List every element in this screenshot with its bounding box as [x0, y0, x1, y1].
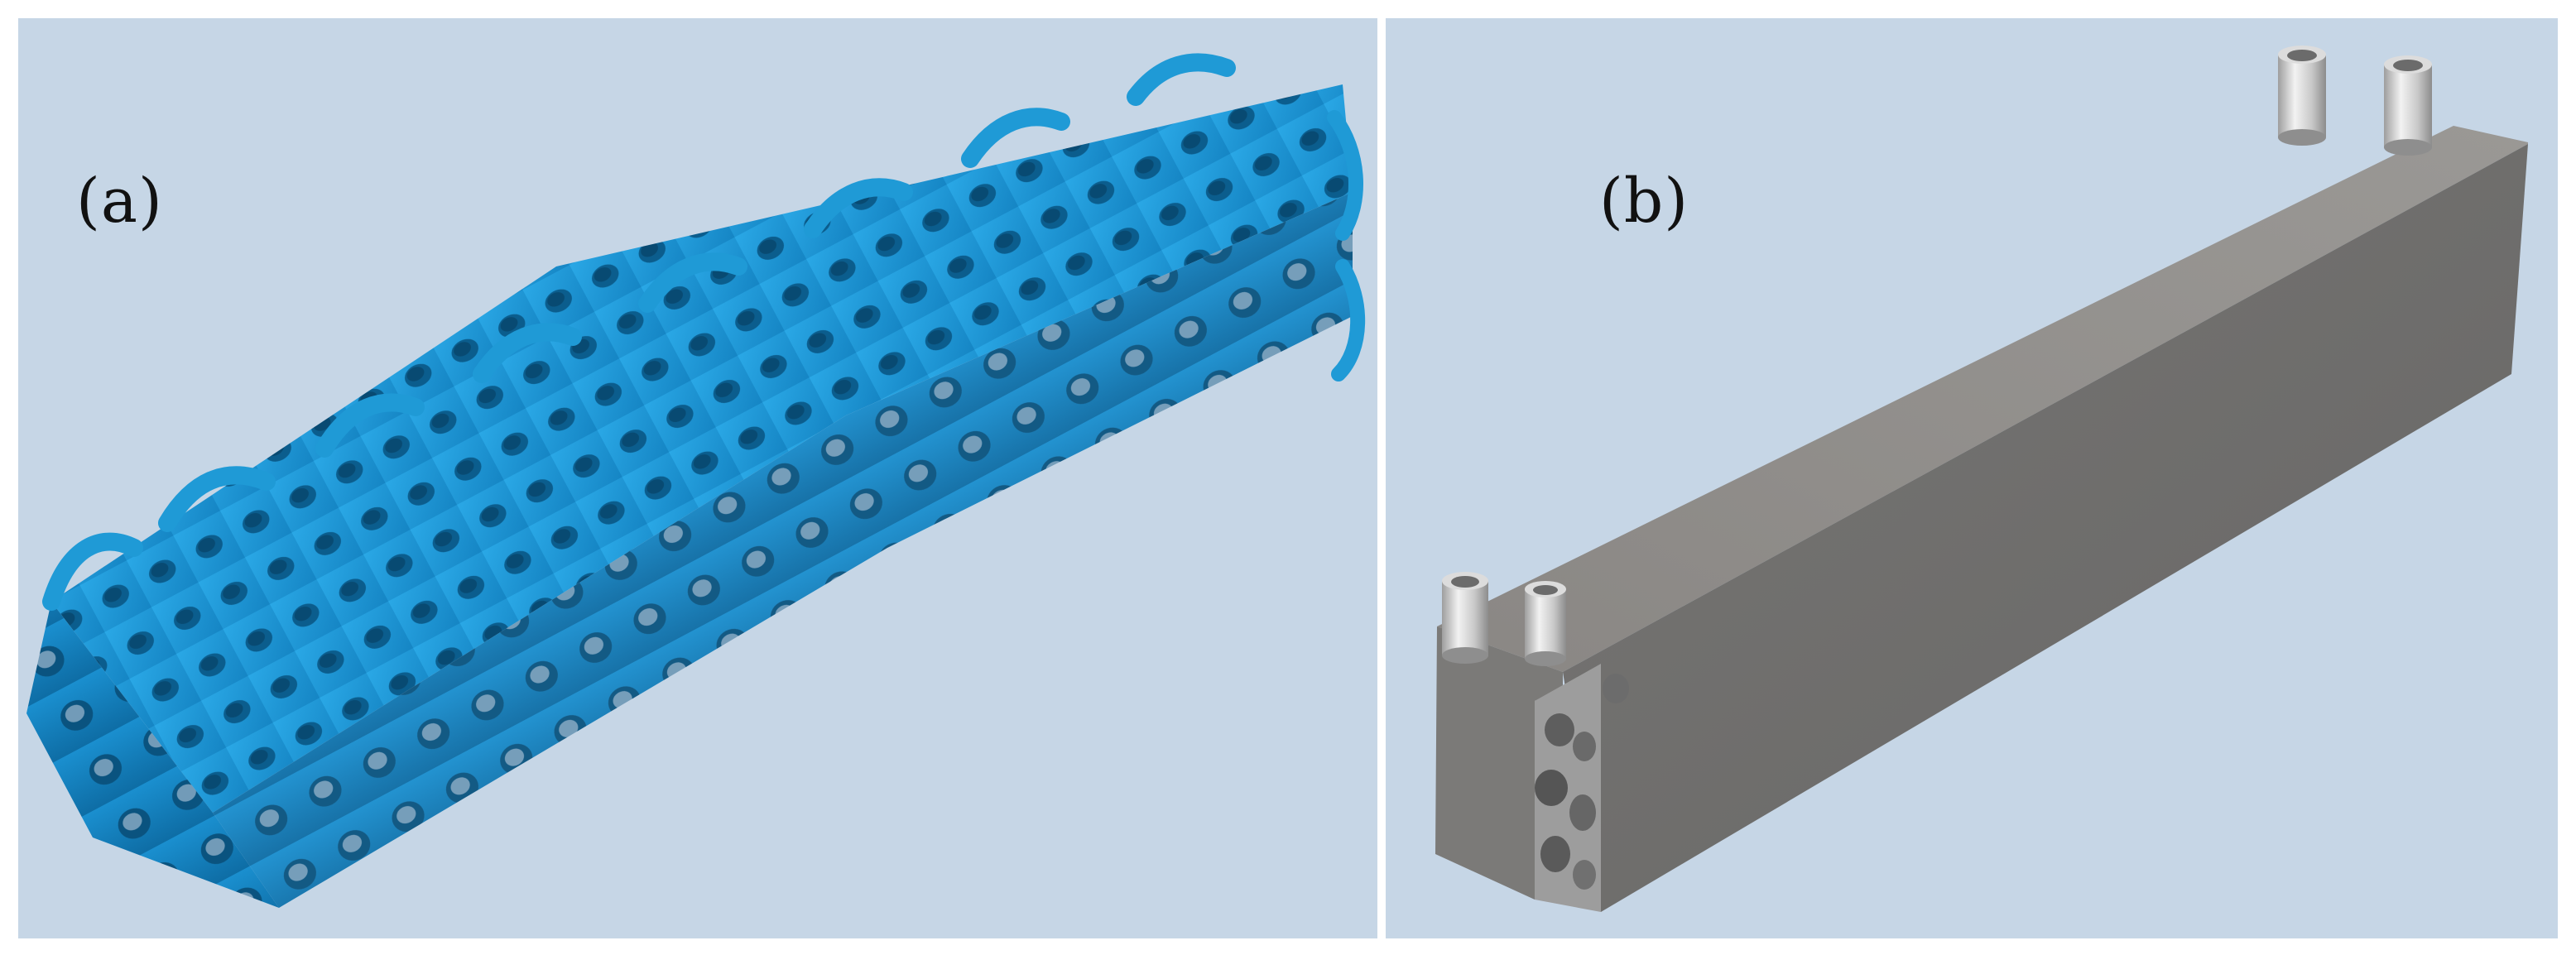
panel-b: (b): [1386, 18, 2558, 938]
panel-label-a: (a): [76, 166, 163, 237]
lattice-side-face: [213, 192, 1353, 908]
housing-image: [1435, 46, 2528, 912]
panel-label-b: (b): [1599, 166, 1689, 237]
port-front-left: [1442, 572, 1488, 664]
gyroid-lattice-image: [26, 53, 1366, 908]
lattice-end-face: [26, 602, 279, 908]
panel-divider: [1380, 18, 1382, 938]
lattice-top-face: [51, 84, 1353, 813]
port-front-right: [1525, 581, 1566, 666]
panel-a: (a): [18, 18, 1377, 938]
housing-end-face: [1435, 626, 1563, 900]
port-back-left: [2278, 46, 2326, 146]
cutaway-lattice: [1535, 674, 1629, 890]
housing-top-face: [1437, 126, 2528, 672]
port-back-right: [2384, 55, 2432, 156]
housing-side-face: [1563, 144, 2528, 912]
